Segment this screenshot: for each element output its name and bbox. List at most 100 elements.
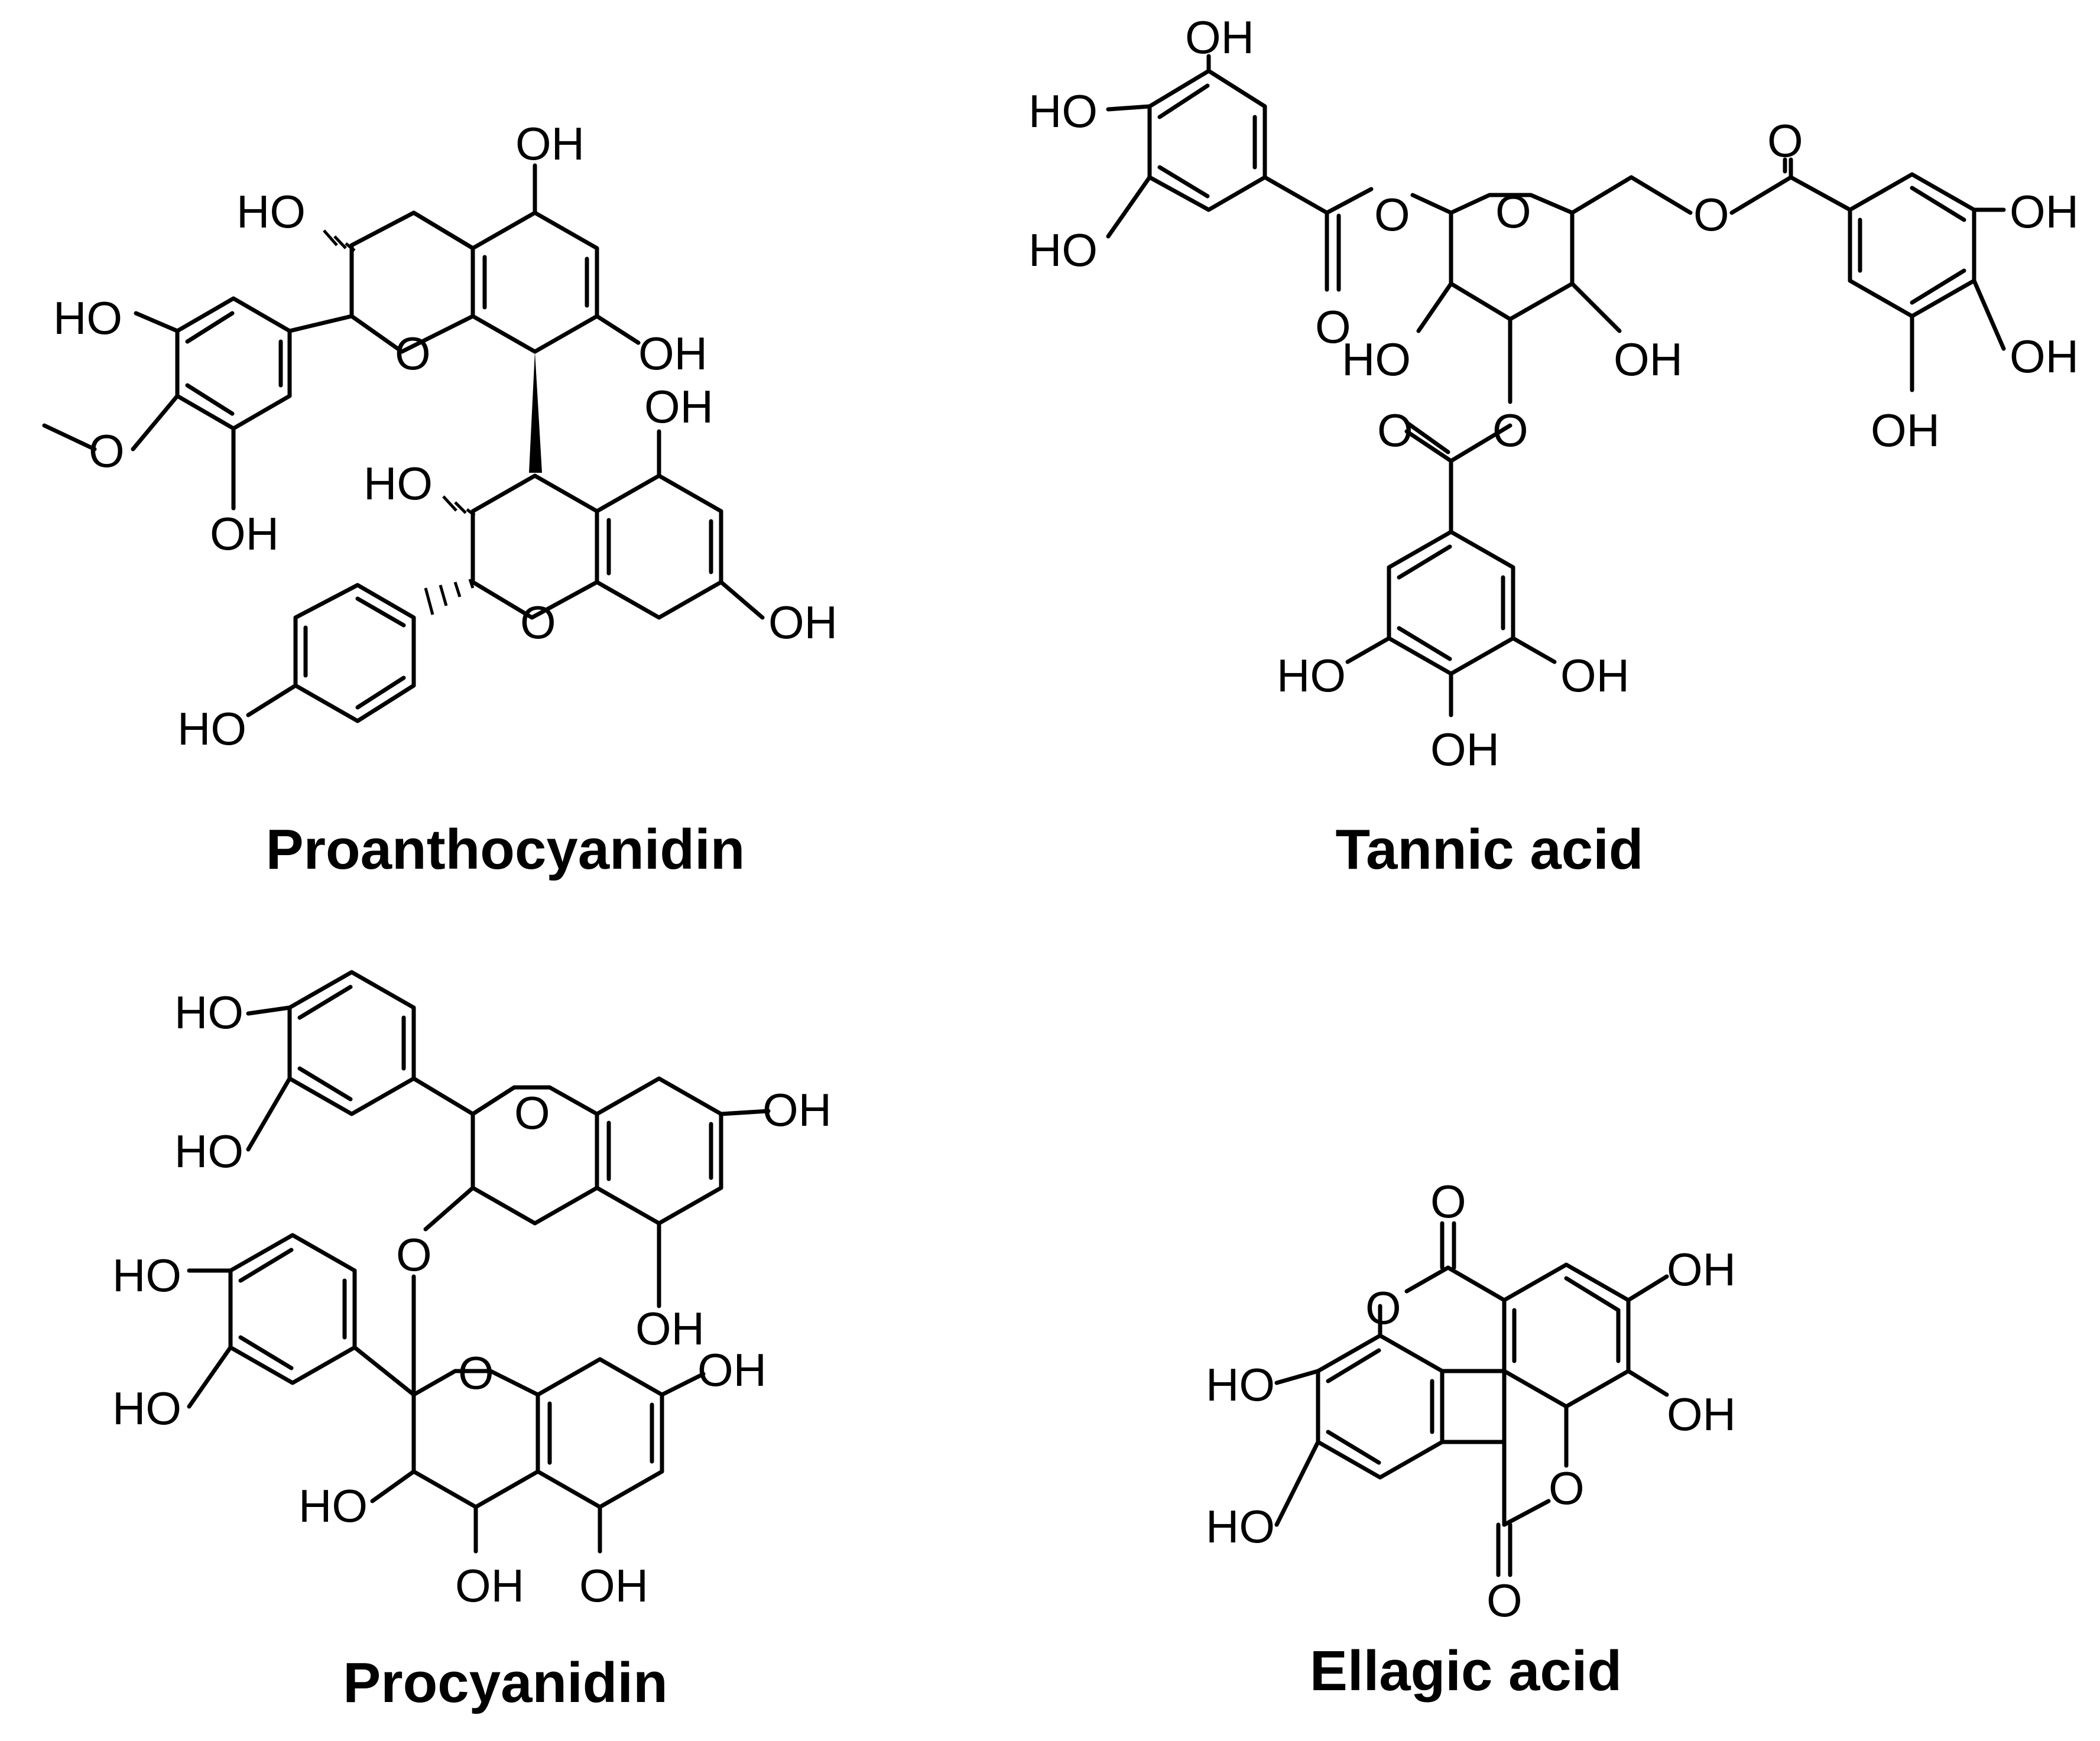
hashed-bond: [424, 579, 475, 615]
bond: [228, 1233, 357, 1385]
bond: [187, 1345, 233, 1409]
bond: [1262, 175, 1329, 215]
atom-label: OH: [635, 1302, 705, 1355]
bond: [1626, 1369, 1669, 1397]
bond: [1570, 175, 1634, 215]
bond: [660, 1372, 706, 1397]
bond: [1397, 626, 1452, 661]
bond: [1147, 69, 1267, 212]
procyanidin-structure: HO HO O OH O OH HO HO O OH HO OH OH Proc…: [112, 970, 832, 1714]
bond: [595, 473, 723, 620]
atom-label: O: [1374, 189, 1410, 241]
atom-label: HO: [363, 457, 433, 509]
atom-label: OH: [762, 1084, 832, 1136]
bond: [423, 1185, 475, 1232]
bond: [1502, 1499, 1551, 1527]
bond: [1910, 186, 1966, 222]
compound-name: Ellagic acid: [1310, 1639, 1622, 1703]
bond: [1410, 193, 1453, 215]
compound-name: Procyanidin: [343, 1651, 667, 1714]
atom-label: OH: [638, 327, 707, 379]
atom-label: HO: [1028, 85, 1098, 137]
bond: [1325, 187, 1374, 215]
bond: [370, 1469, 416, 1503]
atom-label: OH: [1614, 333, 1683, 385]
atom-label: OH: [1430, 723, 1499, 775]
bond: [1972, 278, 2006, 351]
atom-label: O: [514, 1087, 550, 1139]
atom-label: HO: [1028, 224, 1098, 276]
atom-label: OH: [1871, 404, 1940, 456]
bond: [1446, 1265, 1507, 1302]
atom-label: O: [1430, 1175, 1466, 1227]
bond: [238, 1248, 294, 1283]
atom-label: O: [1365, 1282, 1401, 1334]
atom-label: O: [1486, 1574, 1523, 1626]
atom-label: HO: [112, 1382, 181, 1434]
bond: [297, 985, 353, 1020]
bond: [175, 296, 292, 431]
bond: [355, 675, 406, 710]
bond: [595, 314, 641, 345]
atom-label: O: [1495, 186, 1531, 238]
atom-label: HO: [177, 703, 246, 755]
atom-label: HO: [53, 292, 122, 344]
atom-label: OH: [1560, 649, 1630, 701]
bond: [246, 1076, 292, 1152]
bond: [1387, 530, 1515, 676]
bond: [1274, 1369, 1320, 1385]
bond: [595, 1076, 723, 1226]
bond: [1789, 175, 1852, 212]
bond: [1564, 1276, 1621, 1313]
atom-label: O: [1549, 1462, 1585, 1514]
hashed-bond: [323, 229, 356, 252]
atom-label: O: [395, 327, 431, 379]
bond: [131, 394, 180, 452]
compound-name: Tannic acid: [1335, 818, 1643, 881]
bond: [42, 423, 97, 452]
bond: [238, 1335, 294, 1370]
bond: [1511, 636, 1557, 664]
tannic-acid-structure: OH HO HO O O O HO OH O O OH OH OH O O HO…: [1028, 11, 2079, 881]
bond: [411, 1076, 475, 1116]
atom-label: OH: [1667, 1243, 1736, 1295]
bond: [719, 580, 765, 620]
bond: [1729, 175, 1793, 215]
atom-label: OH: [2010, 330, 2079, 382]
atom-label: O: [520, 596, 556, 648]
bond: [535, 1357, 664, 1509]
bond: [246, 683, 298, 717]
atom-label: OH: [210, 508, 279, 560]
atom-label: HO: [112, 1249, 181, 1301]
ellagic-acid-structure: O O OH HO OH HO O O Ellagic acid: [1206, 1175, 1736, 1703]
bond: [185, 311, 235, 344]
bond: [1274, 1440, 1320, 1527]
bond: [411, 210, 475, 251]
bond: [1449, 193, 1575, 321]
bond: [1326, 1430, 1381, 1465]
bond: [1626, 1274, 1669, 1302]
atom-label: O: [1693, 189, 1729, 241]
atom-label: OH: [1667, 1388, 1736, 1440]
bond: [1157, 165, 1210, 199]
bond: [1106, 104, 1152, 112]
bond: [1106, 175, 1152, 239]
atom-label: HO: [174, 986, 244, 1038]
bond: [1848, 172, 1976, 319]
bond: [719, 1109, 771, 1116]
wedge-bond: [529, 352, 542, 473]
bond: [1404, 420, 1450, 454]
bond: [1404, 1265, 1450, 1294]
bond: [1345, 636, 1391, 664]
bond: [134, 311, 180, 333]
bond: [246, 1005, 292, 1016]
bond: [355, 596, 406, 628]
compound-name: Proanthocyanidin: [266, 818, 745, 881]
bond: [1316, 1333, 1445, 1480]
atom-label: OH: [515, 118, 585, 170]
atom-label: OH: [1185, 11, 1254, 63]
bond: [1502, 1262, 1631, 1409]
bond: [287, 314, 354, 333]
atom-label: OH: [697, 1344, 767, 1396]
